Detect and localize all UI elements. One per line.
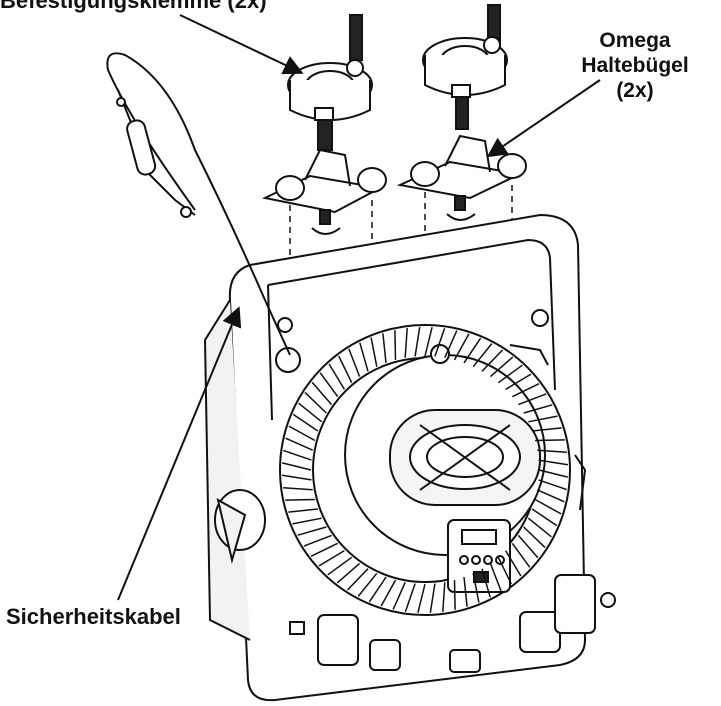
- fan-fin: [285, 498, 315, 501]
- fan-fin: [523, 526, 546, 549]
- safety-cable-icon: [106, 52, 291, 356]
- fan-fin: [281, 474, 312, 481]
- fan-fin: [380, 579, 397, 607]
- fan-fin: [417, 583, 426, 613]
- fan-fin: [404, 583, 416, 612]
- fan-fin: [511, 383, 540, 398]
- fan-fin: [288, 425, 316, 442]
- omega-bracket-left-icon: [261, 148, 387, 235]
- fan-fin: [497, 556, 512, 585]
- fan-fin: [348, 348, 361, 377]
- fan-fin: [532, 427, 562, 432]
- fan-fin: [327, 556, 353, 576]
- fan-fin: [297, 526, 327, 536]
- fan-fin: [489, 356, 514, 378]
- fan-fin: [282, 462, 312, 471]
- fan-fin: [292, 413, 319, 432]
- omega-label-line3: (2x): [616, 79, 654, 102]
- fan-fin: [505, 373, 532, 391]
- omega-label-line2: Haltebügel: [581, 54, 689, 77]
- fan-fin: [394, 330, 397, 360]
- fan-fin: [404, 328, 408, 358]
- fan-fin: [288, 508, 318, 513]
- fan-fin: [370, 337, 378, 367]
- fan-fin: [368, 576, 387, 603]
- fan-fin: [336, 562, 361, 584]
- fan-fin: [310, 542, 339, 557]
- fan-fin: [292, 517, 322, 525]
- fan-fin: [346, 568, 369, 591]
- fan-fin: [453, 333, 470, 361]
- fan-fin: [382, 333, 387, 363]
- fan-fin: [338, 355, 353, 384]
- fan-fin: [359, 342, 369, 372]
- fan-fin: [424, 327, 433, 357]
- fan-fin: [283, 449, 312, 461]
- fan-fin: [527, 517, 552, 538]
- fan-fin: [535, 439, 565, 442]
- fan-fin: [429, 583, 436, 614]
- fan-fin: [442, 582, 446, 612]
- fan-fin: [537, 449, 567, 453]
- fan-fin: [538, 469, 568, 478]
- fan-fin: [497, 364, 523, 384]
- fan-fin: [504, 550, 522, 577]
- fan-fin: [434, 328, 446, 357]
- fan-fin: [531, 508, 558, 527]
- fan-fin: [472, 573, 480, 603]
- fan-fin: [357, 572, 378, 597]
- fan-fin: [298, 402, 323, 423]
- fan-fin: [311, 381, 333, 406]
- fan-fin: [511, 542, 531, 568]
- fan-fin: [283, 487, 313, 491]
- clamp-label: Befestigungsklemme (2x): [0, 0, 267, 13]
- fan-fin: [528, 415, 558, 423]
- omega-label-line1: Omega: [599, 29, 671, 52]
- fan-fin: [472, 343, 493, 368]
- fan-fin: [534, 498, 562, 515]
- fan-fin: [304, 391, 327, 414]
- fan-fin: [285, 437, 314, 451]
- fan-fin: [463, 337, 482, 364]
- safety-cable-label: Sicherheitskabel: [6, 604, 181, 629]
- fan-fins: [281, 326, 569, 614]
- fan-fin: [392, 581, 406, 610]
- fixture-icon: [203, 213, 616, 702]
- clamp-right-icon: [422, 4, 508, 130]
- fan-fin: [536, 489, 565, 503]
- fan-fin: [538, 459, 569, 466]
- fan-fin: [303, 534, 332, 547]
- fan-fin: [481, 568, 491, 598]
- fan-fin: [414, 326, 421, 357]
- omega-bracket-right-icon: [396, 134, 527, 221]
- fan-fin: [538, 479, 567, 491]
- fan-fin: [444, 330, 458, 359]
- fan-fin: [328, 363, 346, 390]
- fan-fin: [319, 372, 339, 398]
- alignment-guides: [289, 185, 513, 258]
- fan-fin: [489, 563, 502, 592]
- fan-fin: [523, 404, 553, 414]
- leader-lines: [117, 14, 601, 601]
- omega-bracket-label: Omega Haltebügel (2x): [560, 28, 710, 103]
- fan-fin: [518, 393, 547, 406]
- fan-fin: [517, 534, 539, 559]
- fan-fin: [453, 580, 456, 610]
- fan-fin: [481, 349, 504, 372]
- clamp-left-icon: [287, 14, 373, 151]
- fan-fin: [463, 577, 468, 607]
- fan-fin: [318, 549, 345, 567]
